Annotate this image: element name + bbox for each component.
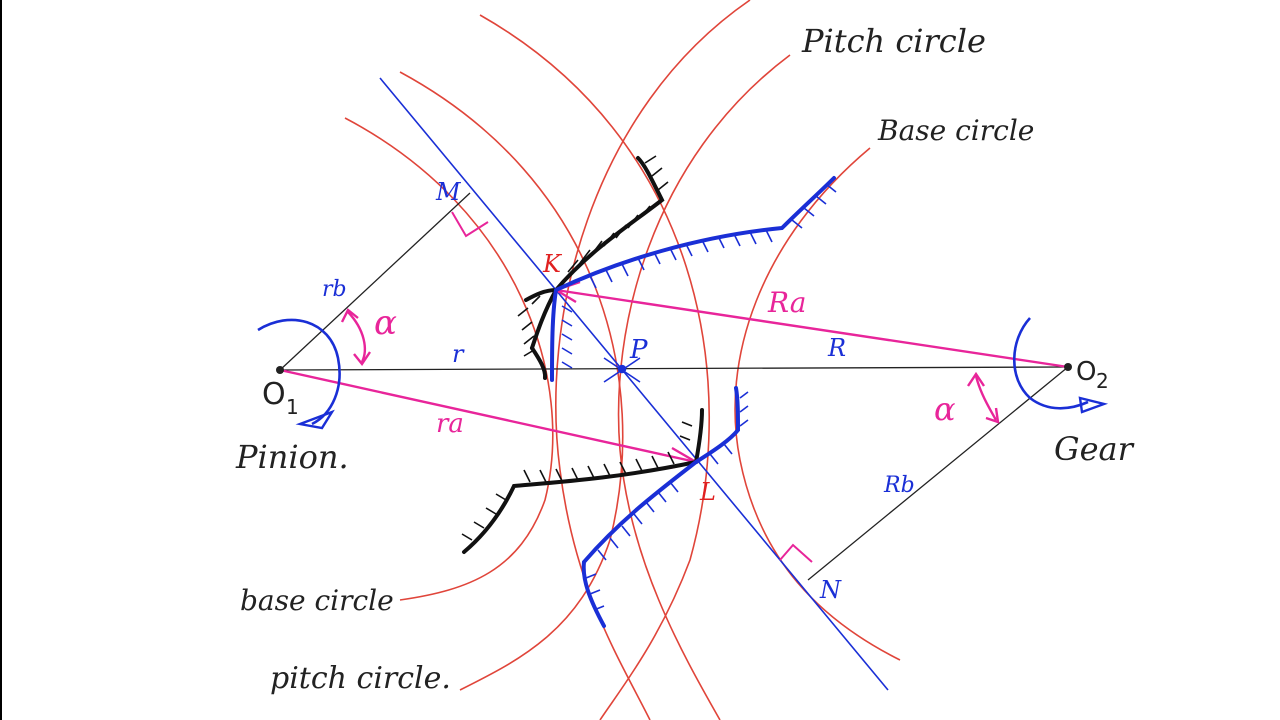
pinion-tooth-lower — [462, 408, 704, 554]
center-O2-dot — [1064, 363, 1072, 371]
gear-rotation-arrowhead — [1078, 396, 1109, 414]
label-base-circle-top: Base circle — [877, 114, 1034, 147]
alpha-arc-right-head-top — [967, 371, 985, 387]
radius-rb — [279, 192, 471, 371]
label-pitch-circle-top: Pitch circle — [801, 22, 986, 60]
gear-rotation-arrow — [1012, 317, 1089, 410]
pinion-pitch-circle — [399, 71, 624, 691]
label-point-N: N — [819, 576, 842, 604]
label-r: r — [452, 340, 465, 368]
label-rb: rb — [322, 277, 347, 302]
alpha-arc-left — [347, 311, 366, 363]
label-center-O1-sub: 1 — [286, 395, 299, 419]
gear-tooth-upper-hatch — [561, 183, 837, 369]
gear-tooth-lower-hatch — [585, 391, 749, 611]
radius-Ra — [555, 288, 1069, 369]
alpha-arc-right — [974, 375, 998, 421]
label-Ra: Ra — [767, 286, 806, 319]
pinion-rotation-arrowhead — [295, 409, 335, 430]
gear-circles — [555, 0, 901, 720]
label-pitch-circle-bottom: pitch circle. — [270, 661, 451, 696]
gear-tooth-lower — [581, 386, 741, 628]
gear-pitch-circle — [617, 54, 791, 720]
label-point-P: P — [629, 335, 648, 365]
pinion-circles — [344, 14, 710, 720]
pinion-rotation-arrow — [257, 318, 341, 426]
gear-addendum-circle — [555, 0, 751, 720]
gear-tooth-upper — [550, 176, 836, 382]
label-alpha-right: α — [934, 390, 956, 428]
right-angle-N — [779, 543, 813, 563]
gear-base-circle — [734, 147, 901, 661]
right-angle-M — [451, 211, 489, 238]
radius-ra — [279, 368, 697, 464]
line-of-action — [379, 77, 889, 691]
alpha-arc-right-head-bottom — [985, 407, 1000, 424]
pitch-point-P-marker — [603, 357, 641, 383]
label-center-O2: O — [1076, 357, 1096, 387]
label-center-O2-sub: 2 — [1096, 369, 1109, 393]
label-ra: ra — [436, 409, 464, 439]
label-point-L: L — [699, 478, 716, 506]
label-point-M: M — [435, 178, 462, 206]
alpha-arc-left-head-top — [340, 308, 359, 323]
label-Rb: Rb — [883, 473, 915, 498]
pinion-tooth-upper-hatch — [517, 155, 669, 357]
center-O1-dot — [276, 366, 284, 374]
label-gear: Gear — [1054, 430, 1135, 468]
label-base-circle-bottom: base circle — [240, 584, 394, 617]
label-R: R — [827, 334, 846, 362]
label-pinion: Pinion. — [235, 438, 349, 476]
pinion-addendum-circle — [479, 14, 710, 720]
alpha-arc-left-head-bottom — [353, 351, 371, 367]
label-alpha-left: α — [374, 303, 397, 343]
label-center-O1: O — [262, 377, 286, 412]
center-line — [279, 366, 1069, 371]
pinion-tooth-lower-hatch — [461, 421, 693, 541]
radius-Rb — [807, 366, 1069, 581]
label-point-K: K — [542, 250, 563, 278]
